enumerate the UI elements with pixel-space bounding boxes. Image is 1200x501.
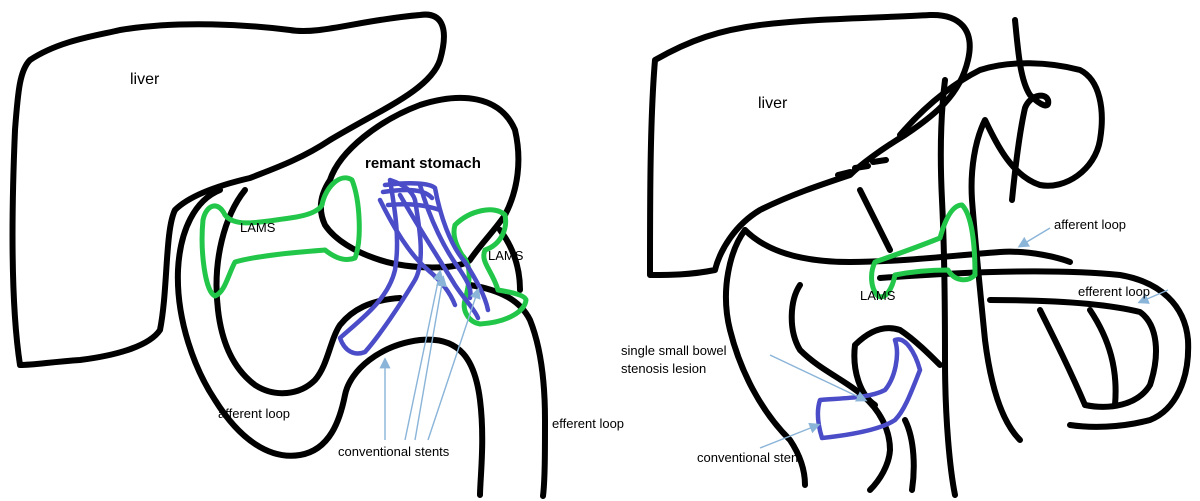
left-stomach-outline [317,94,522,271]
right-gastric-structure [897,60,1105,443]
left-lams-left [199,175,362,299]
left-afferent-loop-inner [213,187,403,397]
right-efferent-loop-outer [877,268,1192,430]
left-afferent-loop-outer [174,187,486,498]
left-afferent-label: afferent loop [218,406,290,421]
left-stent-arrow-2 [404,269,444,441]
right-efferent-inner-lines [1037,307,1119,408]
left-efferent-loop [467,282,548,499]
right-afferent-arrow [1017,227,1051,248]
right-liver-label: liver [758,95,788,112]
right-lesion-label-line1: single small bowel [621,343,727,358]
left-lams-right-label: LAMS [488,248,524,263]
right-stent-label: conventional stent [697,450,802,465]
left-stents-label: conventional stents [338,444,450,459]
left-liver-label: liver [130,71,160,88]
right-connection-loop [851,325,943,408]
right-stent [815,337,923,441]
right-panel: liver afferent loop efferent loop LAMS s… [621,11,1192,498]
right-lams [869,202,978,300]
right-liver-outline [647,11,973,278]
left-stomach-label: remant stomach [365,155,481,172]
right-top-loop [1009,17,1052,203]
right-lesion-label-line2: stenosis lesion [621,361,706,376]
left-panel: liver remant stomach LAMS LAMS afferent … [9,11,624,499]
right-afferent-label: afferent loop [1054,217,1126,232]
right-efferent-loop-inner [987,297,1159,410]
left-stent-4 [417,182,473,301]
left-stent-arrow-3 [414,275,448,441]
right-lower-loop [788,282,917,493]
right-afferent-loop [742,227,1073,265]
right-efferent-arrow [1137,289,1169,304]
right-stent-arrow [759,422,821,449]
left-lams-left-label: LAMS [240,220,276,235]
right-efferent-label: efferent loop [1078,284,1150,299]
right-lams-label: LAMS [860,288,896,303]
left-efferent-label: efferent loop [552,416,624,431]
left-stent-6 [380,187,443,213]
right-dashed-connector [835,157,893,253]
right-lesion-arrow [769,354,868,402]
left-liver-outline [9,11,447,368]
left-stent-arrow-4 [427,287,481,441]
left-stent-5 [377,197,458,308]
right-afferent-lower [722,227,808,488]
right-vertical-loop [937,77,958,498]
